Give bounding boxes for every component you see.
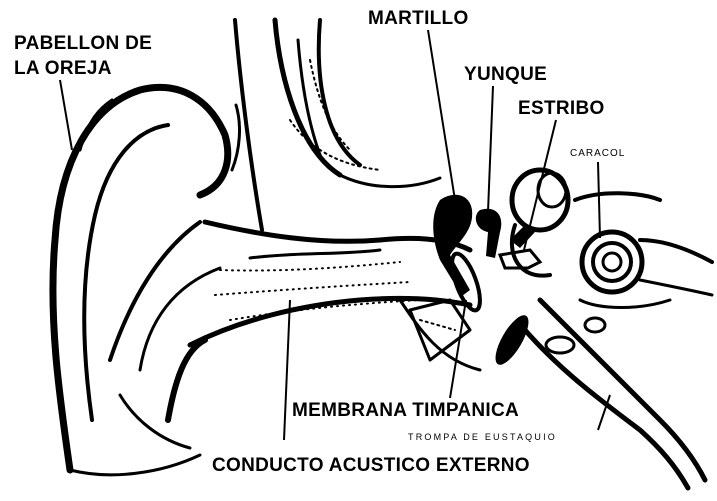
label-pinna-line2: LA OREJA: [14, 58, 112, 79]
label-pinna-line1: PABELLON DE: [14, 33, 152, 54]
label-stapes: ESTRIBO: [518, 98, 605, 119]
middle-ear-drawing: [433, 195, 540, 314]
label-cochlea: CARACOL: [570, 148, 625, 159]
inner-ear-drawing: [512, 170, 712, 308]
label-incus: YUNQUE: [464, 64, 547, 85]
temporal-bone-drawing: [235, 20, 480, 370]
label-ear-canal: CONDUCTO ACUSTICO EXTERNO: [212, 455, 530, 476]
label-eustachian-tube: TROMPA DE EUSTAQUIO: [408, 432, 557, 442]
pinna-drawing: [53, 87, 240, 474]
label-tympanic-membrane: MEMBRANA TIMPANICA: [292, 400, 519, 421]
ear-canal-drawing: [190, 222, 470, 345]
label-malleus: MARTILLO: [368, 8, 469, 29]
